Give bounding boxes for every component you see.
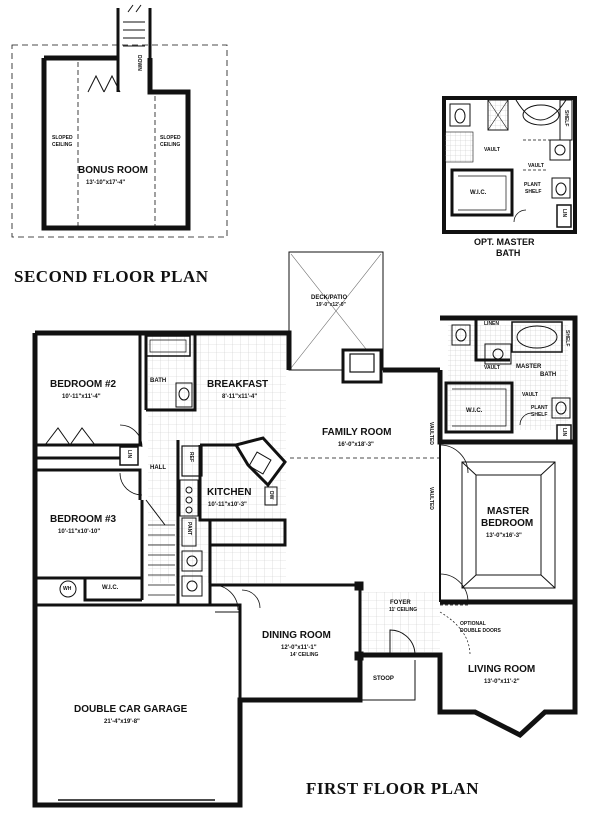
deck-patio-dim: 19'-0"x12'-0" bbox=[316, 302, 346, 308]
master-bath-label-2: BATH bbox=[540, 372, 557, 378]
master-bedroom-label-2: BEDROOM bbox=[481, 518, 534, 529]
vaulted-label-1: VAULTED bbox=[428, 422, 434, 445]
master-bedroom-label-1: MASTER bbox=[487, 506, 530, 517]
breakfast-label: BREAKFAST bbox=[207, 379, 269, 390]
deck-patio-label: DECK/PATIO bbox=[311, 295, 348, 301]
dining-room-ceiling: 14' CEILING bbox=[290, 652, 319, 658]
master-vault-a: VAULT bbox=[484, 365, 500, 371]
ref-label: REF bbox=[188, 452, 194, 462]
master-bedroom-dim: 13'-0"x16'-3" bbox=[486, 533, 522, 539]
bedroom-2-label: BEDROOM #2 bbox=[50, 379, 117, 390]
dw-label: DW bbox=[268, 491, 274, 500]
bonus-room-dim: 13'-10"x17'-4" bbox=[86, 180, 126, 186]
water-heater-label: WH bbox=[63, 586, 72, 592]
vaulted-label-2: VAULTED bbox=[428, 487, 434, 510]
living-room-label: LIVING ROOM bbox=[468, 664, 536, 675]
hall-label: HALL bbox=[150, 465, 166, 471]
sloped-ceiling-left-1: SLOPED bbox=[52, 135, 73, 141]
living-room-dim: 13'-0"x11'-2" bbox=[484, 679, 520, 685]
opt-vault-2: VAULT bbox=[528, 163, 544, 169]
optional-doors-1: OPTIONAL bbox=[460, 621, 486, 627]
sloped-ceiling-right-1: SLOPED bbox=[160, 135, 181, 141]
second-floor-plan bbox=[11, 4, 228, 238]
garage-label: DOUBLE CAR GARAGE bbox=[74, 704, 188, 715]
opt-master-bath-title-1: OPT. MASTER bbox=[474, 237, 535, 247]
master-bath-label-1: MASTER bbox=[516, 364, 542, 370]
first-floor-plan bbox=[32, 251, 578, 808]
bedroom-3-dim: 10'-11"x10'-10" bbox=[58, 529, 101, 535]
optional-doors-2: DOUBLE DOORS bbox=[460, 628, 501, 634]
master-vault-b: VAULT bbox=[522, 392, 538, 398]
dining-room-dim: 12'-0"x11'-1" bbox=[281, 645, 317, 651]
breakfast-dim: 8'-11"x11'-4" bbox=[222, 394, 258, 400]
first-floor-title: FIRST FLOOR PLAN bbox=[306, 779, 479, 798]
master-lin-label: LIN bbox=[561, 428, 567, 437]
master-linen-label: LINEN bbox=[484, 321, 499, 327]
hall-linen-label: LIN bbox=[126, 450, 132, 459]
opt-lin-label: LIN bbox=[561, 209, 567, 218]
bedroom-3-label: BEDROOM #3 bbox=[50, 514, 117, 525]
master-plant-2: SHELF bbox=[531, 412, 548, 418]
family-room-dim: 16'-0"x18'-3" bbox=[338, 442, 374, 448]
kitchen-dim: 10'-11"x10'-3" bbox=[208, 502, 247, 508]
opt-plant-shelf-1: PLANT bbox=[524, 182, 541, 188]
sloped-ceiling-left-2: CEILING bbox=[52, 142, 73, 148]
kitchen-label: KITCHEN bbox=[207, 487, 252, 498]
foyer-ceiling: 11' CEILING bbox=[389, 607, 418, 613]
pantry-label: PANT bbox=[186, 522, 192, 536]
garage-dim: 21'-4"x19'-8" bbox=[104, 719, 140, 725]
family-room-label: FAMILY ROOM bbox=[322, 427, 392, 438]
foyer-label: FOYER bbox=[390, 600, 411, 606]
opt-shelf-label: SHELF bbox=[563, 110, 569, 127]
master-wic-label: W.I.C. bbox=[466, 408, 483, 414]
opt-master-bath-plan bbox=[442, 96, 577, 234]
opt-plant-shelf-2: SHELF bbox=[525, 189, 542, 195]
master-plant-1: PLANT bbox=[531, 405, 548, 411]
bonus-room-label: BONUS ROOM bbox=[78, 165, 148, 176]
opt-master-bath-title-2: BATH bbox=[496, 248, 521, 258]
wic-small-label: W.I.C. bbox=[102, 585, 119, 591]
bath-label: BATH bbox=[150, 378, 167, 384]
stoop-label: STOOP bbox=[373, 676, 394, 682]
opt-vault-1: VAULT bbox=[484, 147, 500, 153]
dining-room-label: DINING ROOM bbox=[262, 630, 331, 641]
sloped-ceiling-right-2: CEILING bbox=[160, 142, 181, 148]
master-shelf-label: SHELF bbox=[564, 330, 570, 347]
opt-wic-label: W.I.C. bbox=[470, 190, 487, 196]
bedroom-2-dim: 10'-11"x11'-4" bbox=[62, 394, 101, 400]
second-floor-title: SECOND FLOOR PLAN bbox=[14, 267, 209, 286]
stair-down-label: DOWN bbox=[136, 55, 142, 71]
